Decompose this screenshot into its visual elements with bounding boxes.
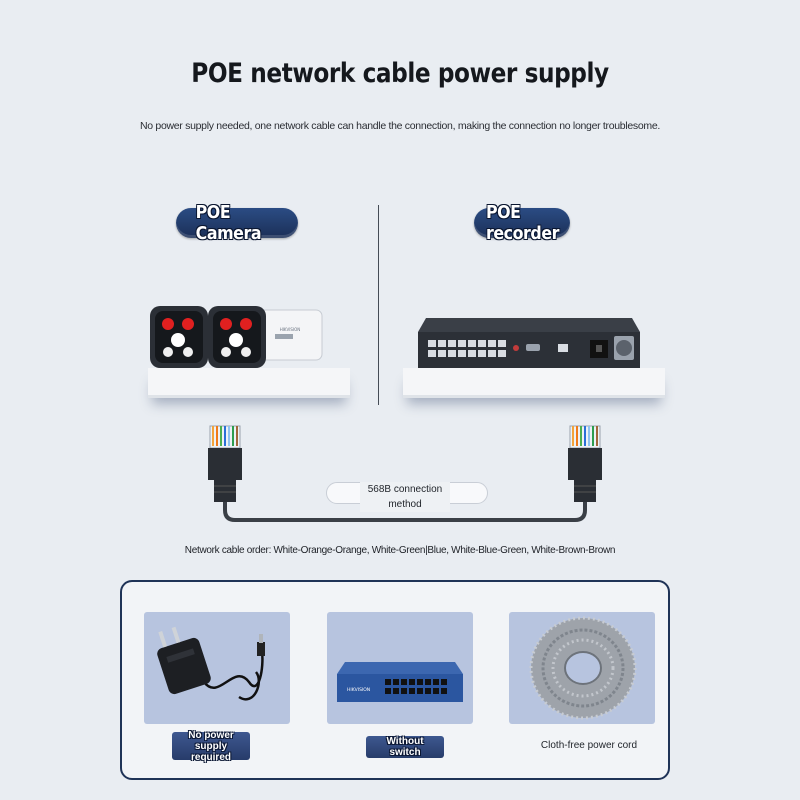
camera-platform <box>148 368 350 398</box>
connection-method-label: 568B connection method <box>360 482 450 512</box>
feature-card-power-adapter <box>144 612 290 724</box>
feature-card-cable-coil <box>509 612 655 724</box>
poe-recorder-label-text: POE recorder <box>485 202 559 244</box>
feature-label-cloth-free-cord: Cloth-free power cord <box>540 740 638 751</box>
page-subtitle: No power supply needed, one network cabl… <box>139 120 661 132</box>
feature-panel: HIKVISION <box>120 580 670 780</box>
poe-camera-label-text: POE Camera <box>195 202 262 244</box>
poe-recorder-icon <box>418 318 640 368</box>
poe-camera-label: POE Camera <box>176 202 298 244</box>
feature-card-network-switch: HIKVISION <box>327 612 473 724</box>
section-divider <box>378 205 379 405</box>
cable-coil-icon <box>529 616 637 720</box>
feature-label-without-switch-text: Without switch <box>386 736 424 758</box>
network-cable-icon <box>208 425 602 522</box>
poe-recorder-label: POE recorder <box>474 202 570 244</box>
network-switch-icon: HIKVISION <box>337 662 463 702</box>
poe-camera-icon: HIKVISION <box>150 306 323 368</box>
switch-brand-text: HIKVISION <box>347 687 370 693</box>
camera-brand-text: HIKVISION <box>280 327 301 332</box>
page-title: POE network cable power supply <box>191 58 609 89</box>
feature-label-no-power-supply-text: No power supply required <box>188 729 234 763</box>
feature-label-no-power-supply: No power supply required <box>172 729 250 763</box>
cable-order-text: Network cable order: White-Orange-Orange… <box>184 545 616 556</box>
feature-label-without-switch: Without switch <box>366 736 444 758</box>
recorder-platform <box>403 368 665 398</box>
power-adapter-icon <box>157 626 265 701</box>
